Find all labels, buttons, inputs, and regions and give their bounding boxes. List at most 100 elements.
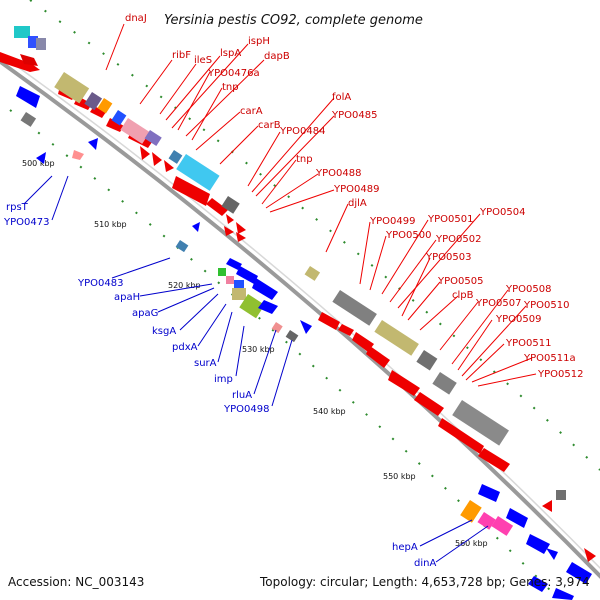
forward-gene-block xyxy=(366,346,390,368)
gene-label-tnp-2: tnp xyxy=(296,154,313,165)
feature-block-khaki xyxy=(54,72,90,104)
forward-gene-block xyxy=(0,52,40,72)
feature-block-khaki xyxy=(374,320,419,356)
forward-gene-block xyxy=(414,392,444,416)
gene-label-sura: surA xyxy=(194,358,217,369)
forward-gene-block xyxy=(478,448,510,472)
forward-gene-block xyxy=(338,324,354,336)
forward-gene-arrow xyxy=(584,548,596,562)
reverse-gene-block xyxy=(552,588,574,600)
feature-block-magenta xyxy=(491,515,514,536)
reverse-features xyxy=(16,86,592,600)
accession-text: Accession: NC_003143 xyxy=(8,575,144,589)
gene-label-ypo0473: YPO0473 xyxy=(3,217,49,228)
colored-features xyxy=(14,26,566,536)
tick-guide-inner xyxy=(9,109,561,600)
feature-block-purple xyxy=(84,92,103,111)
feature-block-gray xyxy=(556,490,566,500)
reverse-gene-arrow xyxy=(36,152,46,164)
forward-gene-arrow xyxy=(140,146,150,160)
reverse-gene-block xyxy=(566,562,592,584)
gene-label-ksga: ksgA xyxy=(152,326,176,337)
feature-block-gray xyxy=(432,371,457,395)
gene-label-fola: folA xyxy=(332,92,351,103)
backbone-strand-outer xyxy=(0,59,600,579)
gene-label-apag: apaG xyxy=(132,308,158,319)
gene-label-hepa: hepA xyxy=(392,542,418,553)
gene-label-ypo0511: YPO0511 xyxy=(505,338,551,349)
reverse-gene-arrow xyxy=(546,548,558,560)
feature-block-lavender xyxy=(144,130,162,147)
forward-gene-block xyxy=(388,370,420,396)
gene-label-carb: carB xyxy=(258,120,281,131)
tick-label-560: 560 kbp xyxy=(455,539,488,548)
map-title: Yersinia pestis CO92, complete genome xyxy=(164,13,423,28)
gene-label-ypo0511a: YPO0511a xyxy=(523,353,576,364)
gene-label-ypo0504: YPO0504 xyxy=(479,207,525,218)
gene-label-ypo0507: YPO0507 xyxy=(475,298,521,309)
tick-label-520: 520 kbp xyxy=(168,281,201,290)
forward-gene-block xyxy=(318,312,340,330)
gene-label-ypo0498: YPO0498 xyxy=(223,404,269,415)
forward-gene-block xyxy=(106,118,124,132)
gene-label-dina: dinA xyxy=(414,558,436,569)
gene-label-pdxa: pdxA xyxy=(172,342,198,353)
gene-label-ypo0499: YPO0499 xyxy=(369,216,415,227)
gene-label-ypo0476a: YPO0476a xyxy=(207,68,260,79)
forward-gene-block xyxy=(206,198,228,216)
reverse-gene-block xyxy=(478,484,500,502)
gene-label-ypo0483: YPO0483 xyxy=(77,278,123,289)
feature-block-pink xyxy=(271,322,283,334)
gene-label-dnaj: dnaJ xyxy=(125,13,147,24)
feature-block-gray xyxy=(416,350,438,371)
gene-label-ypo0502: YPO0502 xyxy=(435,234,481,245)
feature-block-magenta xyxy=(477,512,496,530)
feature-block-pink xyxy=(120,118,150,144)
gene-label-ypo0500: YPO0500 xyxy=(385,230,431,241)
forward-gene-block xyxy=(20,54,38,66)
feature-block-green xyxy=(218,268,226,276)
feature-block-skyblue xyxy=(176,154,220,191)
gene-label-ypo0485: YPO0485 xyxy=(331,110,377,121)
tick-labels: 500 kbp 510 kbp 520 kbp 530 kbp 540 kbp … xyxy=(22,159,488,548)
gene-label-ypo0508: YPO0508 xyxy=(505,284,551,295)
feature-block-olive xyxy=(239,293,265,319)
gene-label-ypo0509: YPO0509 xyxy=(495,314,541,325)
tick-guide-outer xyxy=(29,0,600,471)
feature-block-darkgray xyxy=(221,196,240,214)
gene-label-rpst: rpsT xyxy=(6,202,29,213)
forward-gene-block xyxy=(438,418,484,454)
tick-label-510: 510 kbp xyxy=(94,220,127,229)
gene-label-ypo0512: YPO0512 xyxy=(537,369,583,380)
tick-label-530: 530 kbp xyxy=(242,345,275,354)
gene-label-isph: ispH xyxy=(248,36,270,47)
gene-label-ribf: ribF xyxy=(172,50,191,61)
gene-label-clpb: clpB xyxy=(452,290,474,301)
feature-block-darkgray xyxy=(285,330,299,343)
gene-label-lspa: lspA xyxy=(220,48,241,59)
forward-gene-arrow xyxy=(236,222,246,234)
reverse-labels: rpsT YPO0473 YPO0483 apaH apaG ksgA pdxA… xyxy=(3,202,436,569)
forward-gene-arrow xyxy=(542,500,552,512)
tick-label-540: 540 kbp xyxy=(313,407,346,416)
gene-label-ypo0503: YPO0503 xyxy=(425,252,471,263)
forward-gene-arrow xyxy=(164,160,174,172)
forward-gene-block xyxy=(352,332,374,352)
reverse-gene-block xyxy=(236,266,258,284)
forward-labels: dnaJ ribF ileS lspA ispH YPO0476a dapB t… xyxy=(125,13,583,380)
gene-label-ypo0488: YPO0488 xyxy=(315,168,361,179)
feature-block-gray xyxy=(20,112,37,127)
reverse-gene-block xyxy=(226,258,242,270)
tick-label-500: 500 kbp xyxy=(22,159,55,168)
forward-leaders xyxy=(105,23,537,387)
forward-gene-arrow xyxy=(224,226,234,236)
feature-block-khaki xyxy=(304,266,321,281)
feature-block-blue xyxy=(28,36,38,48)
feature-block-orange xyxy=(460,500,482,523)
reverse-gene-arrow xyxy=(192,222,200,232)
reverse-gene-block xyxy=(506,508,528,528)
feature-block-orange xyxy=(97,98,113,114)
feature-block-khaki xyxy=(232,288,246,300)
reverse-gene-block xyxy=(16,86,40,108)
gene-label-rlua: rluA xyxy=(232,390,252,401)
